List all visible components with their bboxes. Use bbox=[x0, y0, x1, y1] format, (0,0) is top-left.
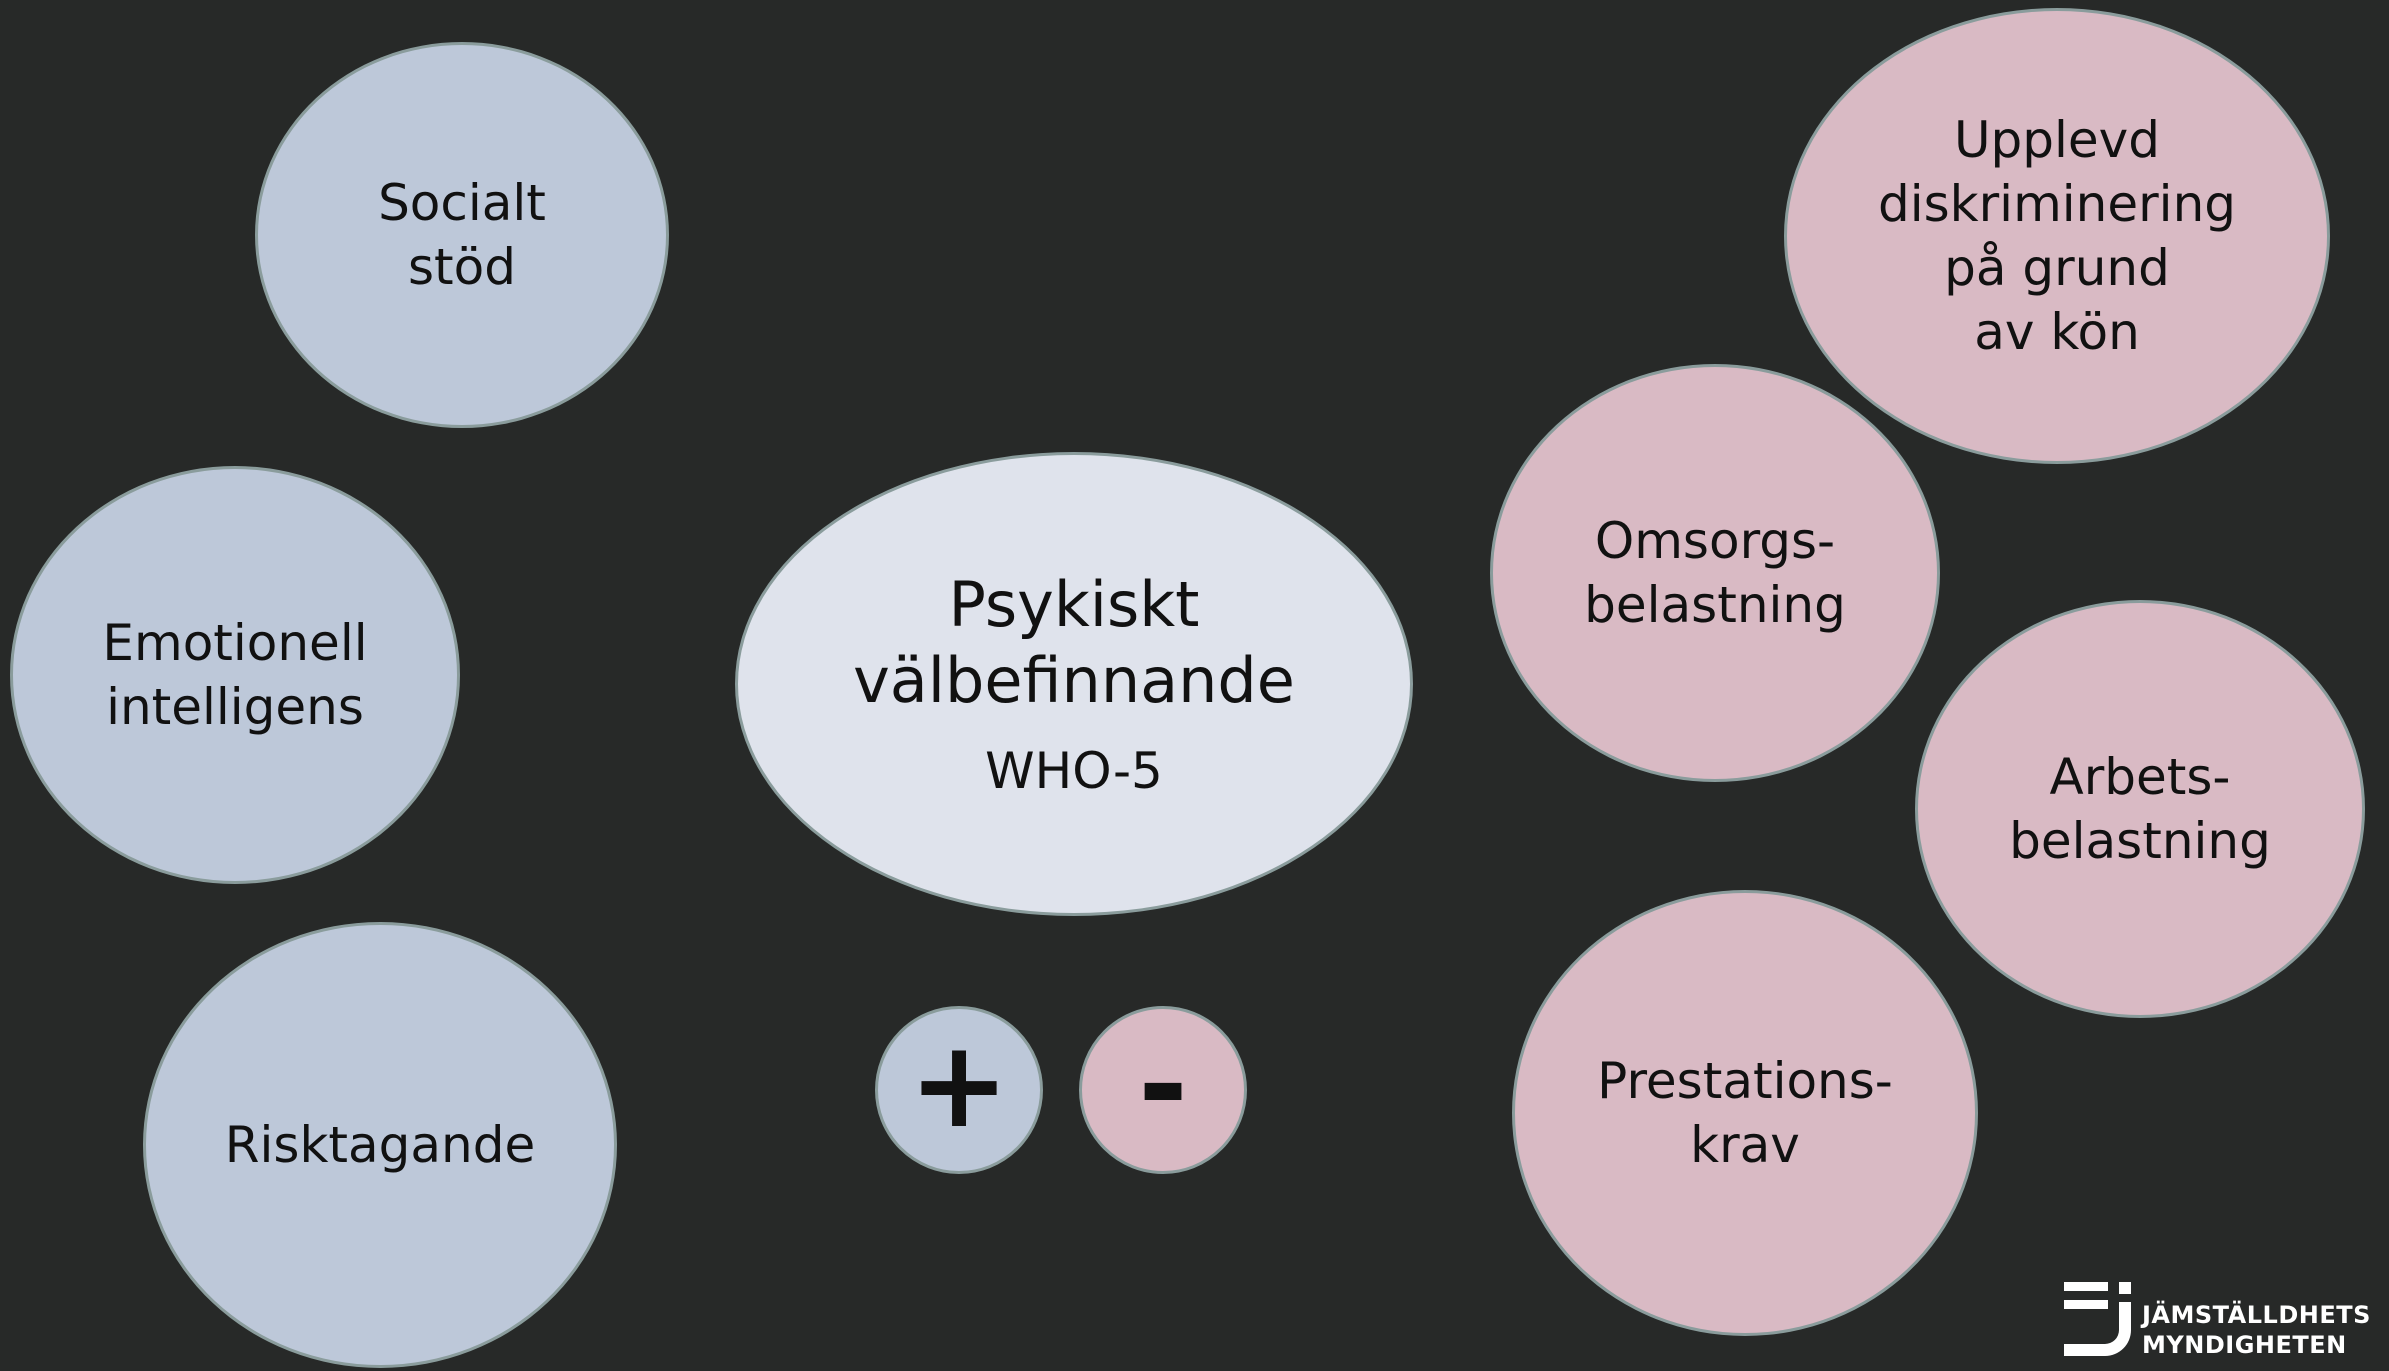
legend-minus: - bbox=[1079, 1006, 1247, 1174]
logo-line-1: JÄMSTÄLLDHETS bbox=[2142, 1301, 2371, 1329]
center-title: Psykiskt välbefinnande bbox=[853, 568, 1295, 717]
center-node-psykiskt-valbefinnande: Psykiskt välbefinnande WHO-5 bbox=[735, 452, 1413, 916]
factor-arbetsbelastning: Arbets- belastning bbox=[1915, 600, 2365, 1018]
jamstalldhetsmyndigheten-logo: JÄMSTÄLLDHETS MYNDIGHETEN bbox=[2062, 1282, 2382, 1366]
factor-emotionell-intelligens: Emotionell intelligens bbox=[10, 466, 460, 884]
center-subtitle: WHO-5 bbox=[985, 742, 1163, 800]
factor-label: Prestations- krav bbox=[1597, 1052, 1893, 1174]
logo-wordmark: JÄMSTÄLLDHETS MYNDIGHETEN bbox=[2142, 1300, 2371, 1360]
factor-risktagande: Risktagande bbox=[143, 922, 617, 1368]
factor-label: Emotionell intelligens bbox=[102, 614, 368, 736]
logo-mark-icon bbox=[2064, 1282, 2131, 1356]
factor-label: Socialt stöd bbox=[378, 174, 546, 296]
factor-omsorgsbelastning: Omsorgs- belastning bbox=[1490, 364, 1940, 782]
factor-label: Risktagande bbox=[224, 1116, 536, 1174]
factor-label: Upplevd diskriminering på grund av kön bbox=[1877, 111, 2236, 361]
factor-prestationskrav: Prestations- krav bbox=[1512, 890, 1978, 1336]
factor-label: Arbets- belastning bbox=[2009, 748, 2271, 870]
logo-line-2: MYNDIGHETEN bbox=[2142, 1331, 2347, 1359]
factor-upplevd-diskriminering: Upplevd diskriminering på grund av kön bbox=[1784, 8, 2330, 464]
minus-icon: - bbox=[1138, 1016, 1188, 1155]
legend-plus: + bbox=[875, 1006, 1043, 1174]
factor-socialt-stod: Socialt stöd bbox=[255, 42, 669, 428]
factor-label: Omsorgs- belastning bbox=[1584, 512, 1846, 634]
plus-icon: + bbox=[908, 1016, 1010, 1155]
